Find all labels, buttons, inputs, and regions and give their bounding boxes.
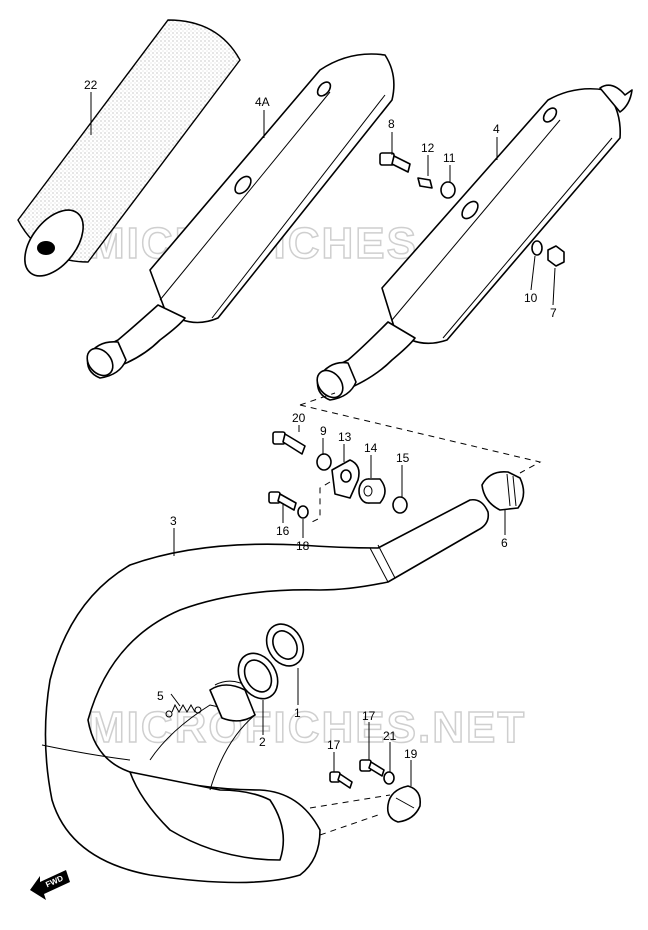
bracket-13 (331, 459, 360, 499)
silencer-4a (86, 53, 395, 379)
phantom-line-bracket (311, 481, 331, 523)
callout-3: 3 (170, 514, 177, 528)
watermark-bottom: MICROFICHES.NET (88, 703, 526, 752)
callout-9: 9 (320, 424, 327, 438)
connector-6 (481, 470, 525, 511)
callout-14: 14 (364, 441, 378, 455)
silencer-wrap-22 (17, 19, 241, 277)
spring-5 (165, 703, 202, 718)
collar-12 (417, 177, 433, 189)
callout-22: 22 (84, 78, 98, 92)
washer-9 (316, 453, 332, 471)
phantom-line-lower2 (319, 814, 379, 836)
callout-8: 8 (388, 117, 395, 131)
bolt-8 (379, 152, 411, 173)
callout-12: 12 (421, 141, 435, 155)
callout-2: 2 (259, 735, 266, 749)
callout-7: 7 (550, 306, 557, 320)
fwd-arrow-icon: FWD (30, 870, 70, 900)
damper-14 (358, 478, 386, 504)
bolt-16 (268, 491, 297, 511)
callout-19: 19 (404, 747, 418, 761)
nut-7 (547, 245, 565, 267)
callout-18: 18 (296, 539, 310, 553)
callout-5: 5 (157, 689, 164, 703)
callout-20: 20 (292, 411, 306, 425)
callout-17a: 17 (327, 738, 341, 752)
callout-1: 1 (294, 706, 301, 720)
bolt-17a (329, 771, 353, 789)
callout-15: 15 (396, 451, 410, 465)
washer-18 (297, 505, 309, 519)
leader-lines (90, 92, 556, 786)
gasket-1 (265, 623, 305, 667)
callout-13: 13 (338, 430, 352, 444)
callout-11: 11 (443, 151, 456, 165)
callout-10: 10 (524, 291, 538, 305)
callout-4: 4 (493, 122, 500, 136)
silencer-4 (316, 84, 633, 401)
phantom-line-diag (299, 404, 542, 474)
callout-16: 16 (276, 524, 290, 538)
collar-15 (392, 496, 408, 514)
cap-19 (386, 785, 422, 823)
cushion-11 (440, 181, 456, 199)
callout-17b: 17 (362, 709, 376, 723)
gasket-2 (237, 652, 279, 700)
washer-21 (383, 771, 395, 785)
callout-4a: 4A (255, 95, 270, 109)
callout-21: 21 (383, 729, 397, 743)
phantom-line-lower (309, 794, 391, 809)
washer-10 (531, 240, 543, 256)
callout-6: 6 (501, 536, 508, 550)
bolt-17b (359, 759, 385, 777)
exhaust-pipe-3 (41, 498, 490, 884)
bolt-20 (272, 431, 306, 455)
